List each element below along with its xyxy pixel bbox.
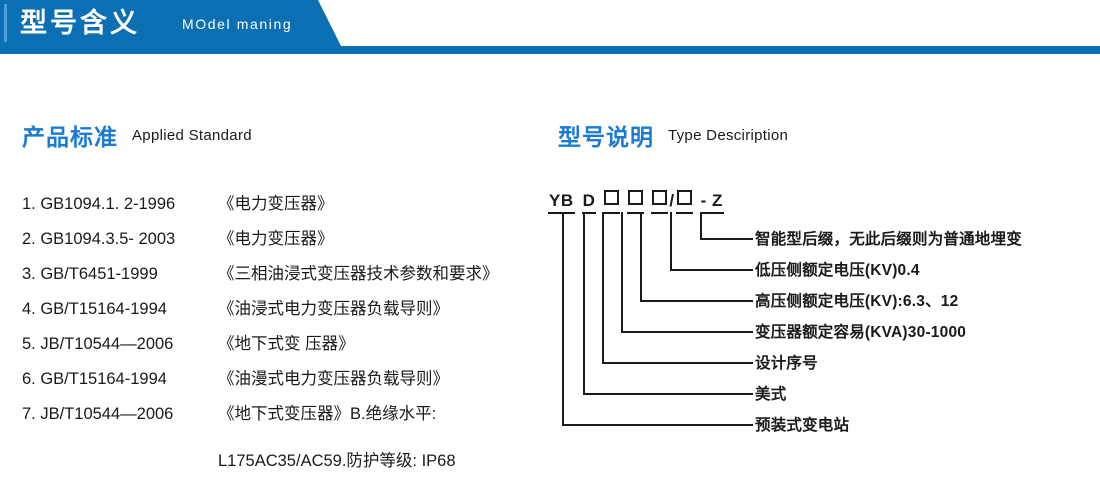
standard-name: 《油漫式电力变压器负载导则》 <box>218 370 449 388</box>
type-label-american-style: 美式 <box>755 386 787 403</box>
type-label-rated-capacity: 变压器额定容易(KVA)30-1000 <box>755 324 967 341</box>
section-heading-type-description: 型号说明 Type Desciription <box>558 118 788 152</box>
standard-code: 1. GB1094.1. 2-1996 <box>22 195 176 213</box>
standard-code: 7. JB/T10544—2006 <box>22 405 174 423</box>
section-heading-cn: 产品标准 <box>22 124 118 150</box>
code-segment-box-3 <box>651 190 669 214</box>
code-segment-box-4 <box>675 190 693 214</box>
code-slash: / <box>669 191 675 210</box>
standard-code: 4. GB/T15164-1994 <box>22 300 167 318</box>
leader-line-horizontal-1 <box>700 238 753 240</box>
standard-name: 《三相油浸式变压器技术参数和要求》 <box>218 265 499 283</box>
section-heading-applied-standard: 产品标准 Applied Standard <box>22 118 252 152</box>
type-code-diagram: YB D / - Z 智能型后缀，无此后缀则为普通地埋变 低压侧额定电压(KV)0.4… <box>548 190 1093 440</box>
leader-line-horizontal-4 <box>621 331 753 333</box>
leader-line-horizontal-3 <box>640 300 753 302</box>
standard-name: 《油浸式电力变压器负载导则》 <box>218 300 449 318</box>
leader-line-horizontal-5 <box>602 362 753 364</box>
leader-line-vertical-b1 <box>602 212 604 363</box>
code-segment-z: - Z <box>699 191 724 214</box>
type-code-string: YB D / - Z <box>548 190 724 214</box>
standard-name: 《地下式变压器》B.绝缘水平: <box>218 405 437 423</box>
leader-line-vertical-b3 <box>640 212 642 301</box>
code-box-icon <box>676 190 692 205</box>
type-label-lv-voltage: 低压侧额定电压(KV)0.4 <box>755 262 920 279</box>
leader-line-horizontal-2 <box>670 269 753 271</box>
banner-shape <box>0 0 341 46</box>
code-box-icon <box>652 190 668 205</box>
section-heading-cn: 型号说明 <box>558 124 654 150</box>
standard-code: 5. JB/T10544—2006 <box>22 335 174 353</box>
banner-rule <box>0 46 1100 54</box>
standard-item: 5. JB/T10544—2006 《地下式变 压器》 <box>22 330 562 365</box>
code-box-icon <box>628 190 644 205</box>
standard-name: 《电力变压器》 <box>218 195 334 213</box>
section-heading-en: Applied Standard <box>132 126 252 144</box>
type-label-hv-voltage: 高压侧额定电压(KV):6.3、12 <box>755 293 959 310</box>
banner-subtitle: MOdel maning <box>182 16 293 32</box>
leader-line-vertical-d <box>583 212 585 394</box>
section-heading-en: Type Desciription <box>668 126 789 144</box>
type-label-smart-suffix: 智能型后缀，无此后缀则为普通地埋变 <box>755 231 1022 248</box>
leader-line-horizontal-7 <box>562 424 753 426</box>
header-banner: 型号含义 MOdel maning <box>0 0 1100 54</box>
code-segment-box-2 <box>627 190 645 214</box>
banner-accent-stripe <box>4 4 7 42</box>
standard-code: 3. GB/T6451-1999 <box>22 265 158 283</box>
leader-line-vertical-z <box>700 212 702 239</box>
leader-line-vertical-b4 <box>670 212 672 270</box>
standard-item: 1. GB1094.1. 2-1996 《电力变压器》 <box>22 190 562 225</box>
banner-title: 型号含义 <box>20 8 140 38</box>
type-label-prefab-substation: 预装式变电站 <box>755 417 850 434</box>
code-segment-yb: YB <box>548 191 575 214</box>
standards-list: 1. GB1094.1. 2-1996 《电力变压器》 2. GB1094.3.… <box>22 190 562 435</box>
standard-code: 6. GB/T15164-1994 <box>22 370 167 388</box>
type-label-design-serial: 设计序号 <box>755 355 818 372</box>
leader-line-horizontal-6 <box>583 393 753 395</box>
standard-item: 7. JB/T10544—2006 《地下式变压器》B.绝缘水平: <box>22 400 562 435</box>
code-segment-d: D <box>581 191 597 214</box>
standard-item: 2. GB1094.3.5- 2003 《电力变压器》 <box>22 225 562 260</box>
standard-item: 4. GB/T15164-1994 《油浸式电力变压器负载导则》 <box>22 295 562 330</box>
leader-line-vertical-yb <box>562 212 564 425</box>
standard-item: 6. GB/T15164-1994 《油漫式电力变压器负载导则》 <box>22 365 562 400</box>
standard-item: 3. GB/T6451-1999 《三相油浸式变压器技术参数和要求》 <box>22 260 562 295</box>
standard-name: 《电力变压器》 <box>218 230 334 248</box>
standard-name: 《地下式变 压器》 <box>218 335 355 353</box>
code-segment-box-1 <box>603 190 621 214</box>
code-box-icon <box>604 190 620 205</box>
leader-line-vertical-b2 <box>621 212 623 332</box>
standards-continuation-line: L175AC35/AC59.防护等级: IP68 <box>218 452 456 470</box>
standard-code: 2. GB1094.3.5- 2003 <box>22 230 176 248</box>
